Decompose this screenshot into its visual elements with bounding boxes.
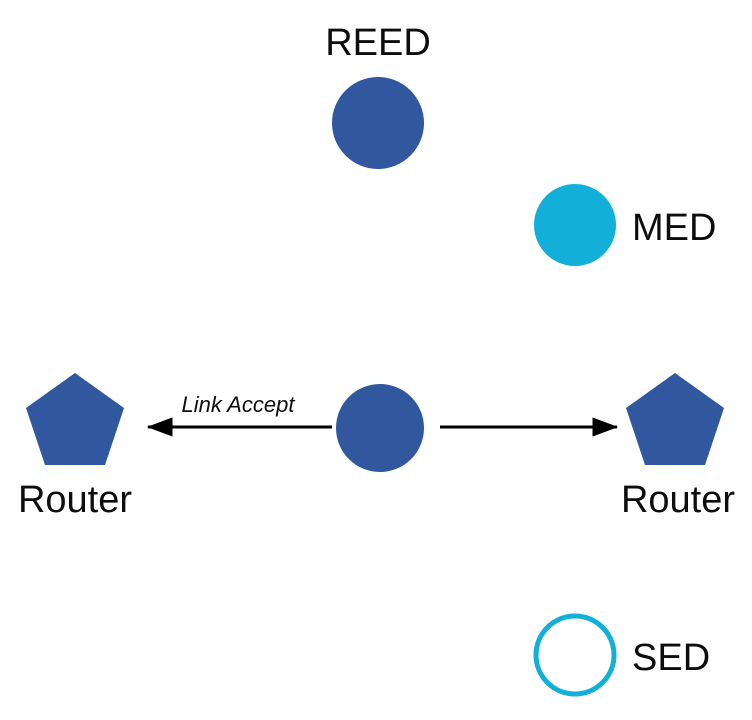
node-label-sed: SED [632, 637, 710, 679]
node-med[interactable]: MED [534, 184, 716, 266]
node-label-reed: REED [325, 22, 431, 64]
node-label-router-left: Router [18, 479, 132, 521]
node-label-router-right: Router [621, 479, 735, 521]
edges-layer: Link Accept [146, 392, 619, 437]
node-router-left[interactable]: Router [18, 373, 132, 521]
node-reed[interactable]: REED [325, 22, 431, 169]
reed-circle-icon[interactable] [332, 77, 424, 169]
med-circle-icon[interactable] [534, 184, 616, 266]
node-router-right[interactable]: Router [621, 373, 735, 521]
router-left-pentagon-icon[interactable] [26, 373, 124, 465]
node-center[interactable] [336, 384, 424, 472]
sed-circle-icon[interactable] [533, 613, 617, 697]
router-right-pentagon-icon[interactable] [626, 373, 724, 465]
edge-label-link-accept: Link Accept [182, 392, 296, 417]
node-label-med: MED [632, 207, 716, 249]
nodes-layer: REED MED Router Router [18, 22, 735, 697]
node-sed[interactable]: SED [533, 613, 710, 697]
edge-link-accept-left: Link Accept [146, 392, 332, 437]
center-circle-icon[interactable] [336, 384, 424, 472]
